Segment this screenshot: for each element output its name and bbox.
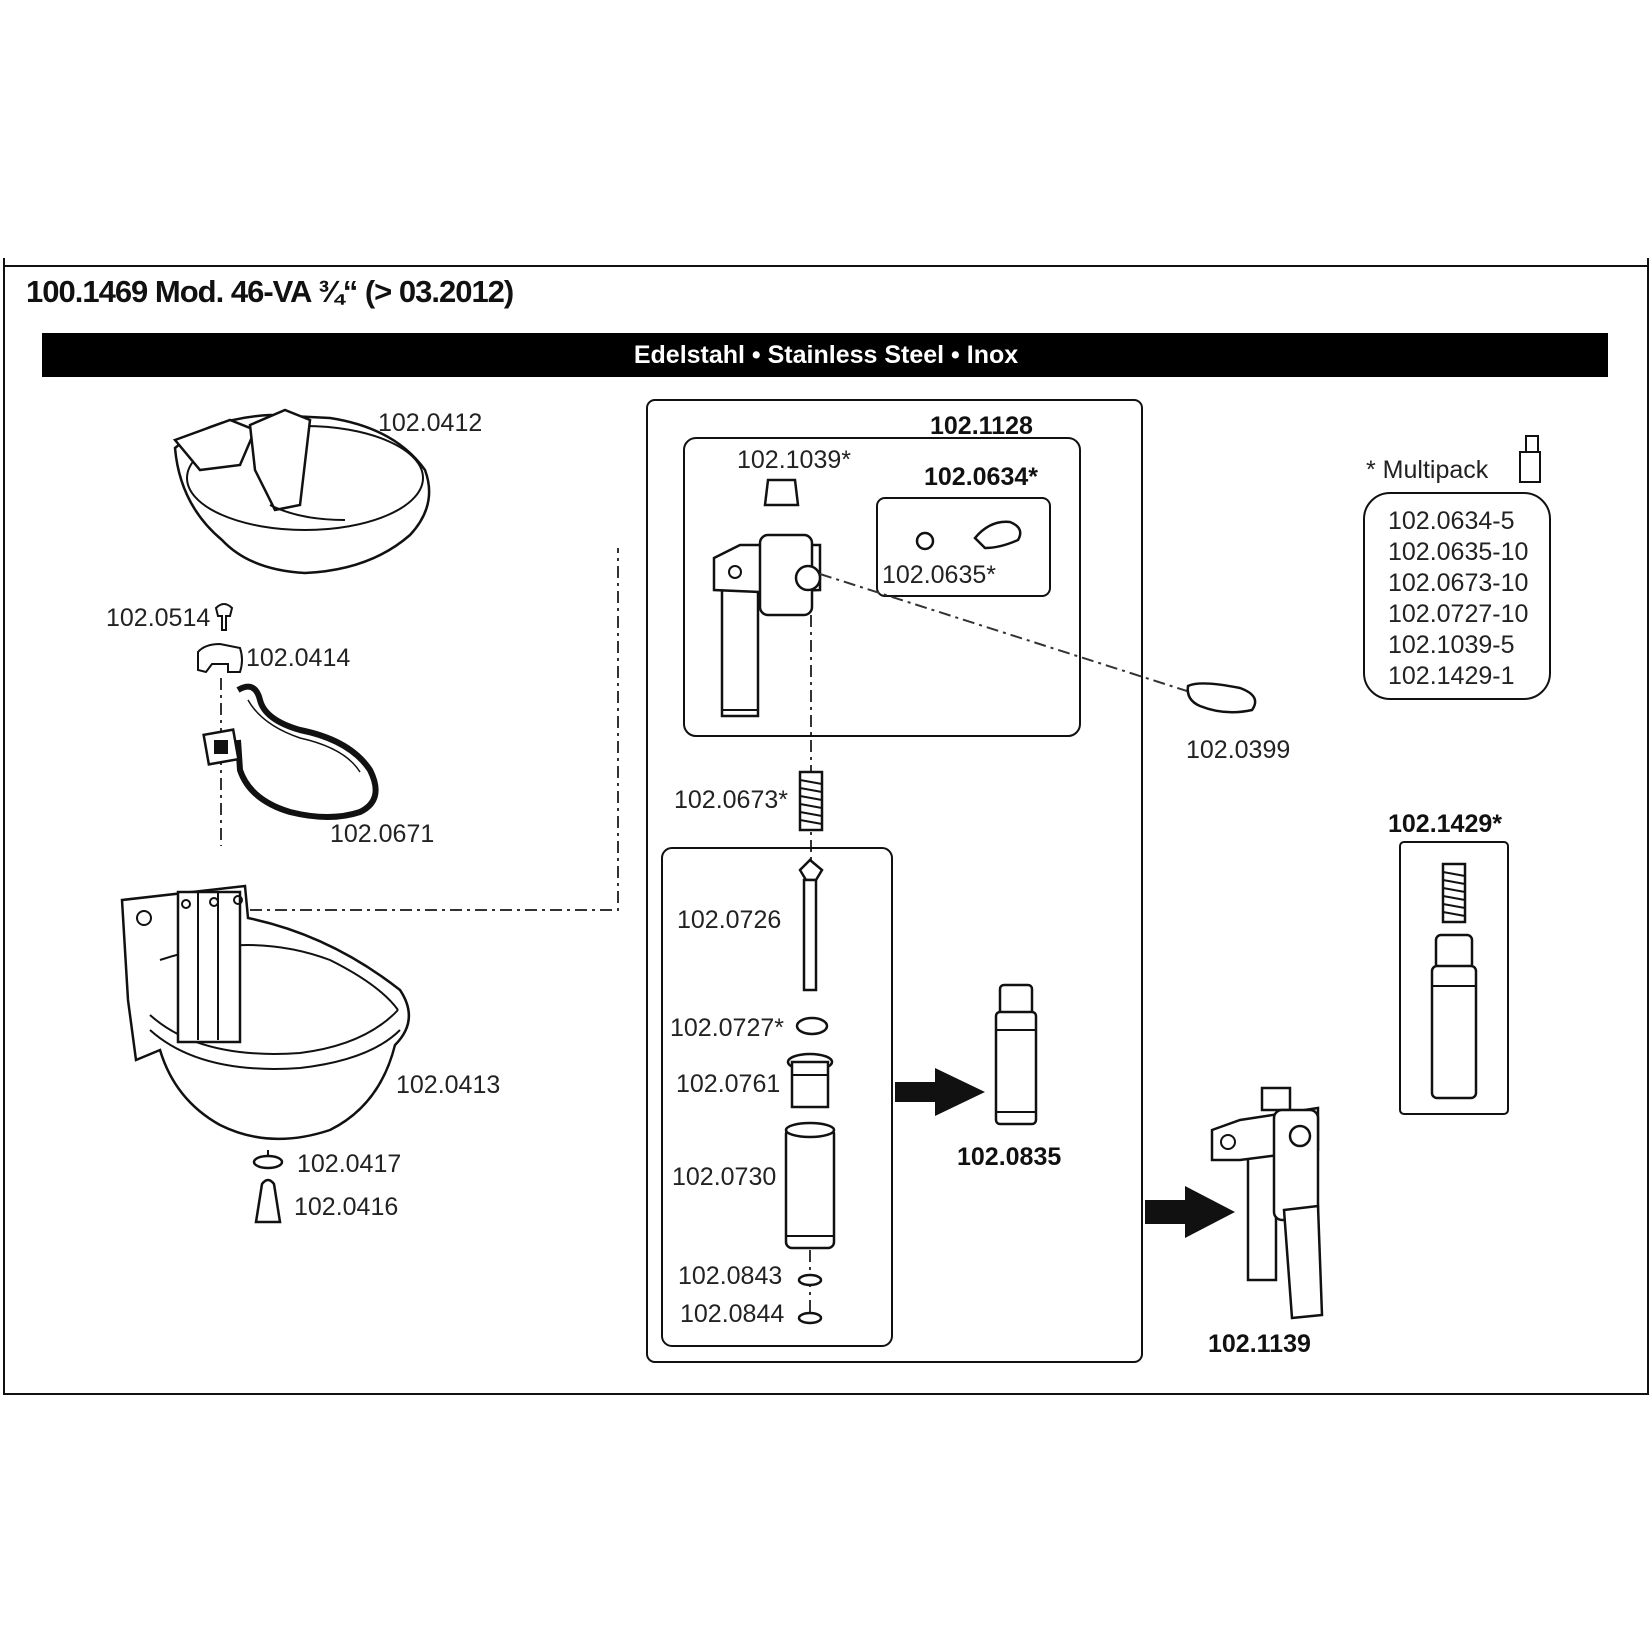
label-bowl-top: 102.0412 xyxy=(378,409,482,437)
insert-assembly-drawing xyxy=(994,983,1038,1126)
label-seal-a: 102.0843 xyxy=(678,1262,782,1290)
pin-drawing xyxy=(798,858,824,992)
spring-drawing xyxy=(798,770,824,832)
material-band-text: Edelstahl • Stainless Steel • Inox xyxy=(634,341,1018,369)
label-lever: 102.0399 xyxy=(1186,736,1290,764)
label-pin: 102.0726 xyxy=(677,906,781,934)
label-sleeve: 102.0761 xyxy=(676,1070,780,1098)
sleeve-drawing xyxy=(786,1052,834,1109)
label-spring-kit: 102.1429* xyxy=(1388,810,1502,838)
complete-valve-drawing xyxy=(1210,1086,1324,1320)
label-lever-seal: 102.0635* xyxy=(882,561,996,589)
outer-frame xyxy=(3,258,1649,1395)
label-screw: 102.0514 xyxy=(106,604,210,632)
label-bracket-ring: 102.0671 xyxy=(330,820,434,848)
multipack-item: 102.1429-1 xyxy=(1388,662,1515,690)
label-o-ring: 102.0727* xyxy=(670,1014,784,1042)
plug-drawing xyxy=(254,1178,282,1224)
multipack-box xyxy=(1363,492,1551,700)
clip-drawing xyxy=(197,642,243,674)
label-valve-body: 102.1128 xyxy=(930,412,1033,440)
lever-seal-drawing xyxy=(915,531,935,551)
valve-assembly-box xyxy=(646,399,1143,1363)
seal-b-drawing xyxy=(797,1311,823,1325)
lever-drawing xyxy=(1186,682,1257,714)
lever-small-drawing xyxy=(973,520,1022,550)
screw-drawing xyxy=(214,603,234,631)
spring-kit-box xyxy=(1399,841,1509,1115)
label-tube: 102.0730 xyxy=(672,1163,776,1191)
seal-a-drawing xyxy=(797,1273,823,1287)
connector-bowl-valve xyxy=(250,548,619,911)
multipack-item: 102.0635-10 xyxy=(1388,538,1528,566)
label-bowl-main: 102.0413 xyxy=(396,1071,500,1099)
multipack-item: 102.1039-5 xyxy=(1388,631,1515,659)
label-insert-assembly: 102.0835 xyxy=(957,1143,1061,1171)
page-title: 100.1469 Mod. 46-VA ¾“ (> 03.2012) xyxy=(26,274,513,309)
label-lever-set: 102.0634* xyxy=(924,463,1038,491)
valve-body-box xyxy=(683,437,1081,737)
valve-nut-drawing xyxy=(763,478,800,507)
label-spring: 102.0673* xyxy=(674,786,788,814)
multipack-title: * Multipack xyxy=(1366,456,1489,484)
tube-drawing xyxy=(784,1121,836,1250)
lever-axis xyxy=(819,573,1191,693)
label-valve-nut: 102.1039* xyxy=(737,446,851,474)
washer-drawing xyxy=(252,1154,284,1170)
label-washer: 102.0417 xyxy=(297,1150,401,1178)
lever-set-box xyxy=(876,497,1051,597)
label-seal-b: 102.0844 xyxy=(680,1300,784,1328)
bowl-main-drawing xyxy=(120,884,411,1141)
arrow-to-insert-assembly xyxy=(895,1068,985,1116)
label-plug: 102.0416 xyxy=(294,1193,398,1221)
o-ring-drawing xyxy=(795,1016,829,1036)
arrow-to-complete-valve xyxy=(1145,1186,1235,1238)
bracket-ring-drawing xyxy=(202,683,379,820)
bowl-top-drawing xyxy=(172,408,431,575)
spring-kit-drawing xyxy=(1430,862,1478,1100)
label-complete-valve: 102.1139 xyxy=(1208,1330,1311,1358)
multipack-item: 102.0673-10 xyxy=(1388,569,1528,597)
valve-body-drawing xyxy=(712,533,822,718)
label-clip: 102.0414 xyxy=(246,644,350,672)
multipack-icon xyxy=(1519,435,1541,483)
multipack-item: 102.0727-10 xyxy=(1388,600,1528,628)
multipack-item: 102.0634-5 xyxy=(1388,507,1515,535)
insert-parts-box xyxy=(661,847,893,1347)
material-band xyxy=(42,333,1608,377)
